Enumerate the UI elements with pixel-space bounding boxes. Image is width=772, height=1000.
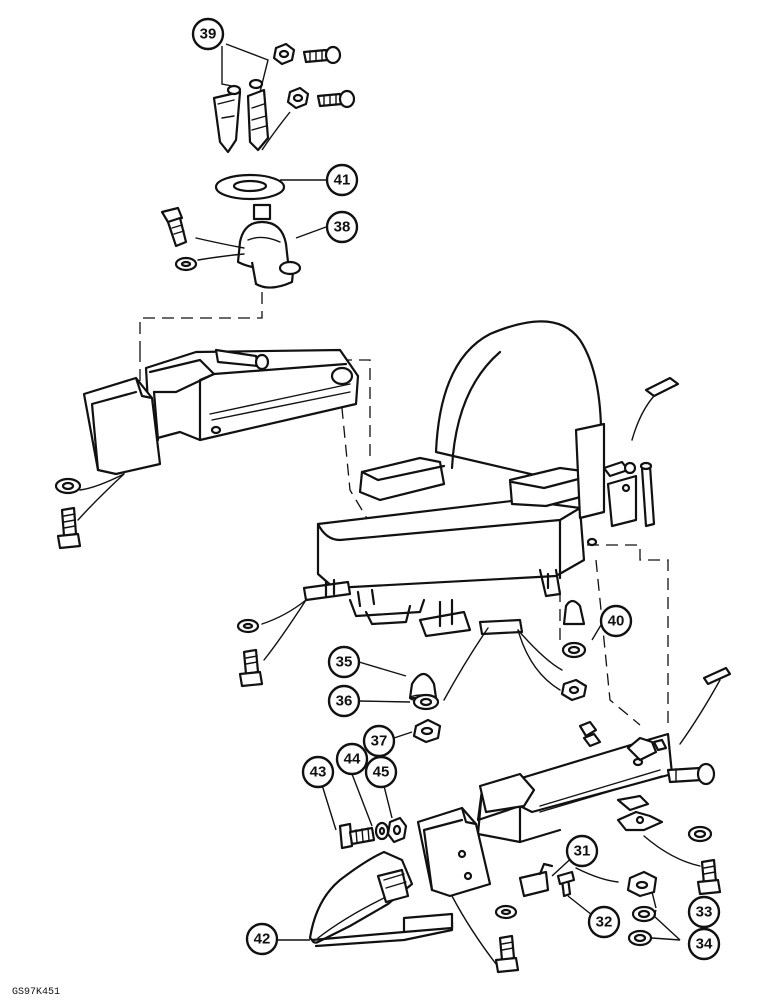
support-washer	[374, 821, 390, 841]
left-cover-bolt-and-washer	[54, 473, 125, 550]
callout-35: 35	[327, 645, 361, 679]
right-armrest-console	[476, 720, 674, 844]
callout-38: 38	[325, 210, 359, 244]
cover-bracket	[518, 862, 619, 898]
rubber-buffer-right	[517, 599, 588, 702]
callout-35-label: 35	[336, 654, 353, 671]
seat-rear-pin-and-clip	[602, 376, 680, 528]
callout-39: 39	[191, 17, 225, 51]
valve-mount-bolt-and-washer	[160, 206, 245, 272]
reference-code: GS97K451	[12, 987, 60, 998]
buffer-nut	[412, 627, 489, 744]
buffer-spacer	[412, 693, 440, 711]
console-support-rod	[308, 850, 454, 948]
callout-36: 36	[327, 684, 361, 718]
callout-34: 34	[687, 927, 721, 961]
callout-40-label: 40	[608, 613, 625, 630]
callout-40: 40	[599, 604, 633, 638]
callout-34-label: 34	[696, 936, 713, 953]
left-armrest-console	[144, 348, 360, 442]
callout-42-label: 42	[254, 931, 271, 948]
cover-washers	[627, 905, 657, 947]
latch-levers	[616, 794, 664, 832]
callout-33-label: 33	[696, 904, 713, 921]
callout-42: 42	[245, 922, 279, 956]
joystick-handle-halves	[212, 78, 270, 154]
callout-38-label: 38	[334, 219, 351, 236]
right-cover-lower-washer-and-bolt	[451, 895, 520, 974]
right-console-pivot-pin	[666, 762, 716, 786]
callout-43: 43	[301, 755, 335, 789]
callout-37: 37	[362, 724, 396, 758]
right-console-clip-pin	[679, 666, 732, 745]
callout-32: 32	[587, 905, 621, 939]
seat-mount-bolt-left	[236, 599, 307, 688]
callout-43-label: 43	[310, 764, 327, 781]
right-cover-washer-and-bolt	[643, 825, 722, 896]
callout-44-label: 44	[344, 751, 361, 768]
callout-31-label: 31	[574, 843, 591, 860]
callout-39-label: 39	[200, 26, 217, 43]
knob-screw-and-nut-upper	[272, 42, 342, 66]
rubber-boot-seal	[214, 173, 286, 201]
callout-31: 31	[565, 834, 599, 868]
seat-slide-rails	[302, 568, 562, 638]
knob-screw-and-nut-lower	[286, 86, 356, 110]
right-console-end-cover	[416, 806, 492, 898]
callout-41: 41	[325, 163, 359, 197]
callout-36-label: 36	[336, 693, 353, 710]
callout-44: 44	[335, 742, 369, 776]
joystick-control-valve	[236, 203, 302, 289]
callout-45: 45	[364, 755, 398, 789]
support-nut	[386, 816, 408, 844]
callout-33: 33	[687, 895, 721, 929]
callout-37-label: 37	[371, 733, 388, 750]
callout-45-label: 45	[373, 764, 390, 781]
operator-seat	[316, 320, 606, 590]
left-console-end-cover	[82, 376, 162, 476]
support-bolt	[338, 822, 376, 850]
callout-32-label: 32	[596, 914, 613, 931]
cover-nut	[626, 870, 658, 898]
callout-41-label: 41	[334, 172, 351, 189]
bracket-screw	[556, 870, 576, 898]
